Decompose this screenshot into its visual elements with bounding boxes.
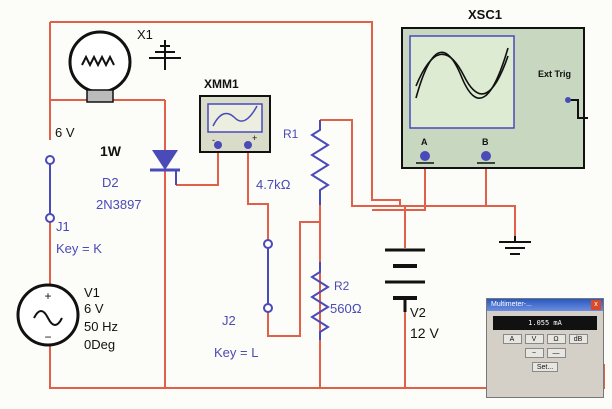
switch2-ref-label: J2 — [222, 313, 236, 328]
wire-diode-to-meter — [176, 150, 219, 186]
multimeter-set-button[interactable]: Set... — [532, 362, 558, 372]
ac-signal-button[interactable]: ~ — [524, 348, 544, 358]
multimeter-settings-row: Set... — [487, 362, 603, 372]
multimeter-xmm1[interactable] — [199, 95, 271, 153]
voltmeter-mode-button[interactable]: V — [524, 334, 544, 344]
wire-top-loop — [50, 21, 516, 236]
scope-channel-a-label: A — [421, 137, 428, 147]
lamp-x1[interactable] — [68, 30, 132, 103]
source-phase-label: 0Deg — [84, 337, 116, 352]
source-voltage-label: 6 V — [84, 301, 104, 316]
multimeter-window-title: Multimeter-... — [491, 301, 532, 308]
multimeter-window-titlebar[interactable]: Multimeter-... x — [487, 299, 603, 311]
wire-scope-a — [372, 162, 426, 211]
close-icon[interactable]: x — [591, 300, 601, 310]
source-freq-label: 50 Hz — [84, 319, 118, 334]
switch1-key-label: Key = K — [56, 241, 102, 256]
svg-text:+: + — [44, 289, 51, 303]
battery-voltage-label: 12 V — [410, 325, 439, 341]
multimeter-display: 1.055 mA — [493, 316, 597, 330]
resistor-r1[interactable] — [310, 120, 330, 205]
r2-ref-label: R2 — [334, 279, 350, 293]
switch-j1[interactable] — [45, 140, 55, 223]
battery-ref-label: V2 — [410, 305, 426, 320]
wire-j2-to-r2 — [267, 221, 320, 337]
resistor-r2[interactable] — [310, 262, 330, 340]
diode-model-label: 2N3897 — [96, 197, 142, 212]
ac-source-v1[interactable]: + − — [16, 283, 80, 347]
ammeter-mode-button[interactable]: A — [502, 334, 522, 344]
switch2-key-label: Key = L — [214, 345, 259, 360]
scope-ref-label: XSC1 — [468, 7, 502, 22]
wire-r1-to-battery — [320, 119, 406, 248]
switch1-ref-label: J1 — [56, 219, 70, 234]
battery-v2[interactable] — [385, 248, 425, 312]
lamp-ref-label: X1 — [137, 27, 153, 42]
multimeter-mode-buttons: A V Ω dB — [487, 334, 603, 344]
ground-scope-icon — [499, 236, 531, 255]
decibel-mode-button[interactable]: dB — [568, 334, 588, 344]
ohmmeter-mode-button[interactable]: Ω — [546, 334, 566, 344]
dc-signal-button[interactable]: — — [546, 348, 566, 358]
multimeter-window[interactable]: Multimeter-... x 1.055 mA A V Ω dB ~ — S… — [486, 298, 604, 398]
wire-bottom-rail — [49, 345, 605, 389]
oscilloscope-xsc1[interactable] — [401, 27, 588, 169]
svg-text:−: − — [44, 330, 51, 344]
diode-ref-label: D2 — [102, 175, 119, 190]
switch-j2[interactable] — [263, 239, 273, 313]
wire-meter-to-j2 — [247, 150, 269, 240]
multimeter-plus-label: + — [252, 133, 258, 143]
r1-value-label: 4.7kΩ — [256, 177, 291, 192]
multimeter-signal-buttons: ~ — — [487, 348, 603, 358]
multimeter-minus-label: - — [212, 135, 215, 145]
scope-ext-trig-label: Ext Trig — [538, 69, 572, 79]
lamp-voltage-label: 6 V — [55, 125, 75, 140]
scope-channel-b-label: B — [482, 137, 489, 147]
wires — [49, 21, 605, 389]
lamp-power-label: 1W — [100, 143, 121, 159]
diode-d2[interactable] — [150, 150, 180, 185]
multimeter-ref-label: XMM1 — [204, 77, 239, 91]
r1-ref-label: R1 — [283, 127, 299, 141]
source-ref-label: V1 — [84, 285, 100, 300]
r2-value-label: 560Ω — [330, 301, 362, 316]
ground-x1-icon — [149, 40, 181, 70]
